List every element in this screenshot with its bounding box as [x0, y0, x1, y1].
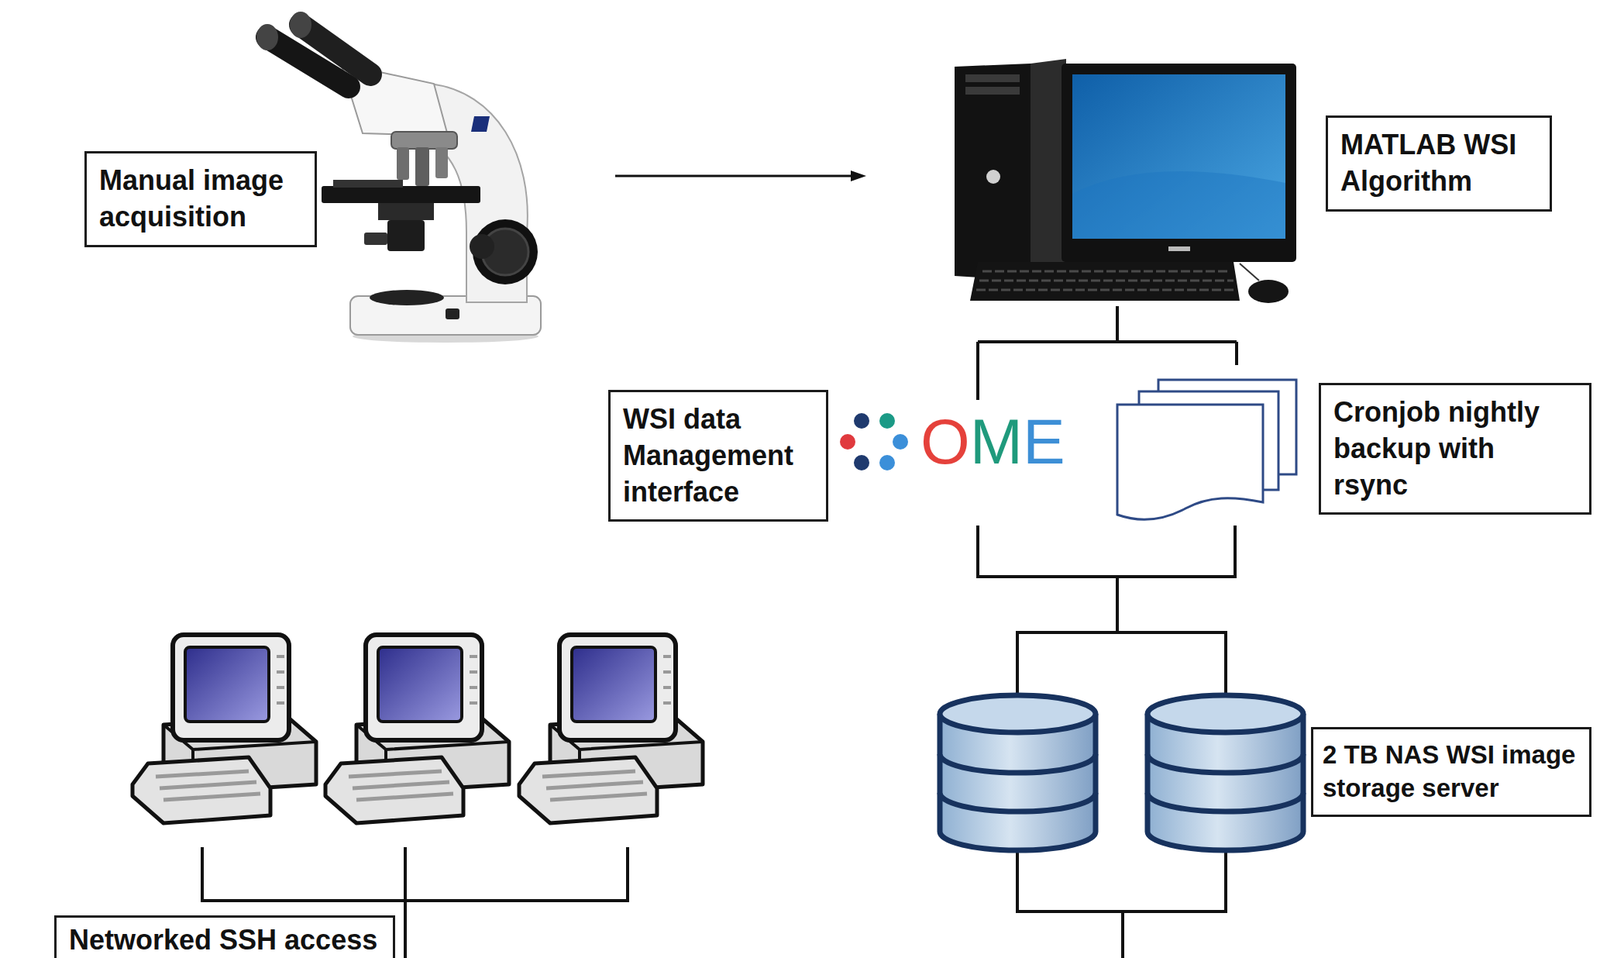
mouse-cable [1239, 263, 1260, 281]
box-label: WSI data Management interface [622, 401, 814, 510]
arrow-head [850, 170, 867, 182]
caption-box: Cronjob nightly backup with rsync [1318, 382, 1592, 515]
storage-bracket [1017, 632, 1226, 694]
ome-logo-dots [839, 412, 909, 471]
keyboard [970, 261, 1240, 301]
caption-box: WSI data Management interface [608, 389, 829, 522]
mouse [1248, 279, 1289, 303]
caption-box: Networked SSH access [54, 915, 396, 958]
box-label: Networked SSH access [68, 922, 381, 958]
backup-documents-icon [1117, 379, 1297, 520]
screen-wave [1072, 171, 1286, 239]
tower-front [954, 63, 1031, 281]
box-label: Cronjob nightly backup with rsync [1333, 394, 1577, 503]
upper-bracket [977, 306, 1237, 400]
microscope-objective [415, 147, 430, 186]
terminal-icon [519, 634, 703, 823]
caption-box: MATLAB WSI Algorithm [1325, 115, 1552, 212]
caption-box: Manual image acquisition [84, 151, 317, 248]
microscope-eyepiece [300, 24, 371, 75]
tower-drive [965, 86, 1020, 95]
microscope-objective [396, 147, 410, 180]
microscope-objective [435, 147, 448, 179]
microscope-lamp [369, 289, 444, 306]
logo-dot [853, 454, 870, 471]
microscope-badge [471, 116, 490, 132]
logo-dot [892, 433, 909, 450]
microscope-eyepiece-lens [289, 11, 312, 38]
microscope-slide-holder [333, 179, 403, 188]
label-holder: OME [920, 409, 1066, 474]
microscope-knob [364, 232, 388, 245]
logo-dot [853, 412, 870, 429]
computer-illustration [954, 58, 1297, 303]
box-label: Manual image acquisition [99, 162, 303, 236]
logo-dot [839, 433, 856, 450]
microscope-condenser [378, 203, 434, 221]
terminal-icon [132, 634, 317, 823]
microscope-nosepiece [391, 131, 458, 149]
caption-box: 2 TB NAS WSI image storage server [1310, 726, 1592, 817]
lower-bracket [977, 525, 1236, 633]
monitor-screen [1072, 74, 1286, 239]
box-label: MATLAB WSI Algorithm [1340, 127, 1538, 200]
tower-drive [965, 74, 1020, 83]
storage-bottom-bracket [1017, 852, 1226, 958]
database-icon [1147, 695, 1304, 850]
logo-dot [879, 454, 895, 471]
tower-side [1030, 58, 1067, 281]
arrow-line [615, 175, 853, 178]
microscope-stage [321, 185, 481, 204]
tower-logo [986, 169, 1001, 184]
terminal-icon [325, 634, 510, 823]
microscope-fine-knob [469, 233, 495, 259]
flow-arrow [615, 170, 867, 182]
microscope-switch [445, 308, 460, 320]
microscope-condenser [387, 220, 425, 252]
monitor-logo [1168, 246, 1191, 252]
monitor-frame [1061, 63, 1297, 262]
logo-text: OME [920, 406, 1066, 477]
box-label: 2 TB NAS WSI image storage server [1322, 738, 1580, 806]
keyboard-keys [976, 271, 1237, 290]
microscope-eyepiece-lens [256, 24, 279, 51]
document-page [1117, 404, 1263, 520]
logo-dot [879, 412, 895, 429]
database-icon [939, 695, 1096, 850]
wiring [202, 306, 1237, 958]
